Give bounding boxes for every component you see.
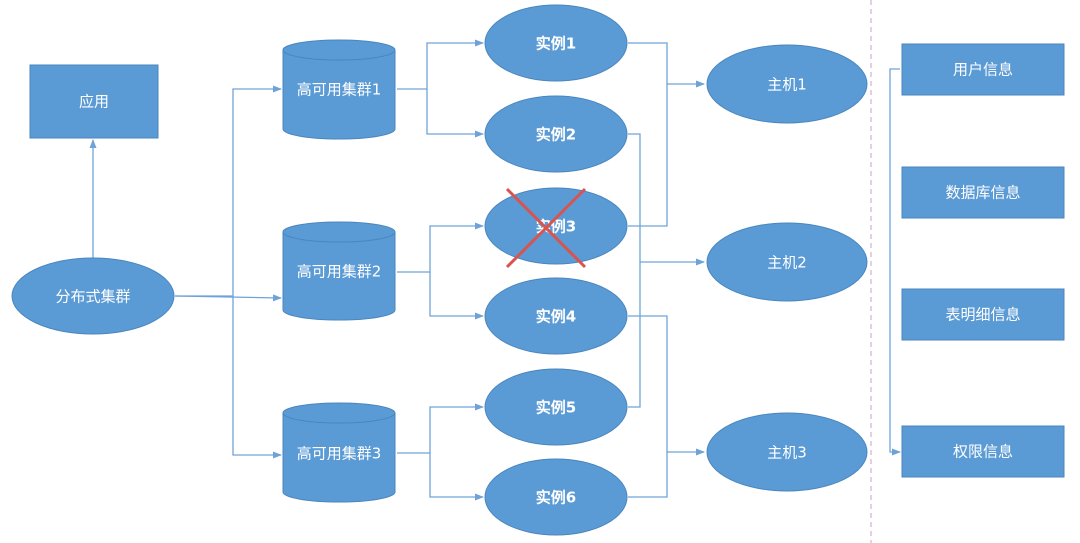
info-box-user: 用户信息 [901, 43, 1065, 96]
instance-2-label: 实例2 [536, 126, 576, 144]
host-1-node: 主机1 [706, 44, 868, 124]
host-3-node: 主机3 [706, 412, 868, 492]
instance-3-node: 实例3 [484, 187, 628, 269]
instance-6-label: 实例6 [536, 489, 576, 507]
distributed-cluster-label: 分布式集群 [55, 288, 130, 306]
edge-instance3-to-host1 [628, 84, 668, 227]
edge-ha3-to-instance6 [429, 453, 484, 501]
instance-1-node: 实例1 [484, 4, 628, 82]
edge-ha2-to-instance3 [397, 222, 484, 273]
info-box-permission: 权限信息 [901, 425, 1065, 478]
ha-cluster-3-label: 高可用集群3 [297, 445, 382, 463]
host-1-label: 主机1 [767, 76, 807, 94]
edge-info-bracket [889, 68, 901, 456]
ha-cluster-2-label: 高可用集群2 [297, 263, 382, 281]
host-2-label: 主机2 [767, 254, 807, 272]
info-box-table-detail: 表明细信息 [901, 288, 1065, 341]
edge-cluster-to-ha3 [232, 296, 282, 459]
app-node: 应用 [29, 64, 159, 139]
edge-ha3-to-instance5 [397, 403, 484, 454]
instance-4-label: 实例4 [536, 308, 576, 326]
edge-instance1-to-host1 [628, 42, 705, 88]
distributed-cluster-node: 分布式集群 [11, 257, 175, 335]
info-box-permission-label: 权限信息 [953, 443, 1013, 461]
instance-1-label: 实例1 [536, 35, 576, 53]
edge-instance4-to-host3 [628, 315, 705, 456]
ha-cluster-1-label: 高可用集群1 [297, 81, 382, 99]
edge-instance5-to-host2 [628, 262, 641, 408]
instance-4-node: 实例4 [484, 277, 628, 355]
ha-cluster-1-node: 高可用集群1 [282, 39, 396, 140]
instance-3-label: 实例3 [536, 218, 576, 236]
edge-instance6-to-host3 [628, 452, 668, 498]
instance-2-node: 实例2 [484, 95, 628, 173]
edge-ha1-to-instance2 [426, 89, 484, 138]
host-3-label: 主机3 [767, 444, 807, 462]
instance-5-label: 实例5 [536, 399, 576, 417]
info-box-table-detail-label: 表明细信息 [945, 306, 1020, 324]
edge-cluster-to-ha2 [174, 294, 282, 302]
info-box-user-label: 用户信息 [953, 61, 1013, 79]
app-label: 应用 [79, 93, 109, 111]
instance-5-node: 实例5 [484, 368, 628, 446]
edge-instance2-to-host2 [628, 133, 705, 266]
edge-cluster-to-ha1 [175, 85, 282, 297]
ha-cluster-2-node: 高可用集群2 [282, 221, 396, 321]
info-box-database-label: 数据库信息 [945, 184, 1020, 202]
edges [89, 39, 901, 501]
edge-ha2-to-instance4 [429, 272, 484, 320]
ha-cluster-3-node: 高可用集群3 [282, 402, 396, 503]
info-box-database: 数据库信息 [901, 166, 1065, 219]
host-2-node: 主机2 [706, 222, 868, 302]
edge-ha1-to-instance1 [397, 39, 484, 90]
instance-6-node: 实例6 [484, 458, 628, 536]
failure-x-icon [505, 187, 587, 269]
